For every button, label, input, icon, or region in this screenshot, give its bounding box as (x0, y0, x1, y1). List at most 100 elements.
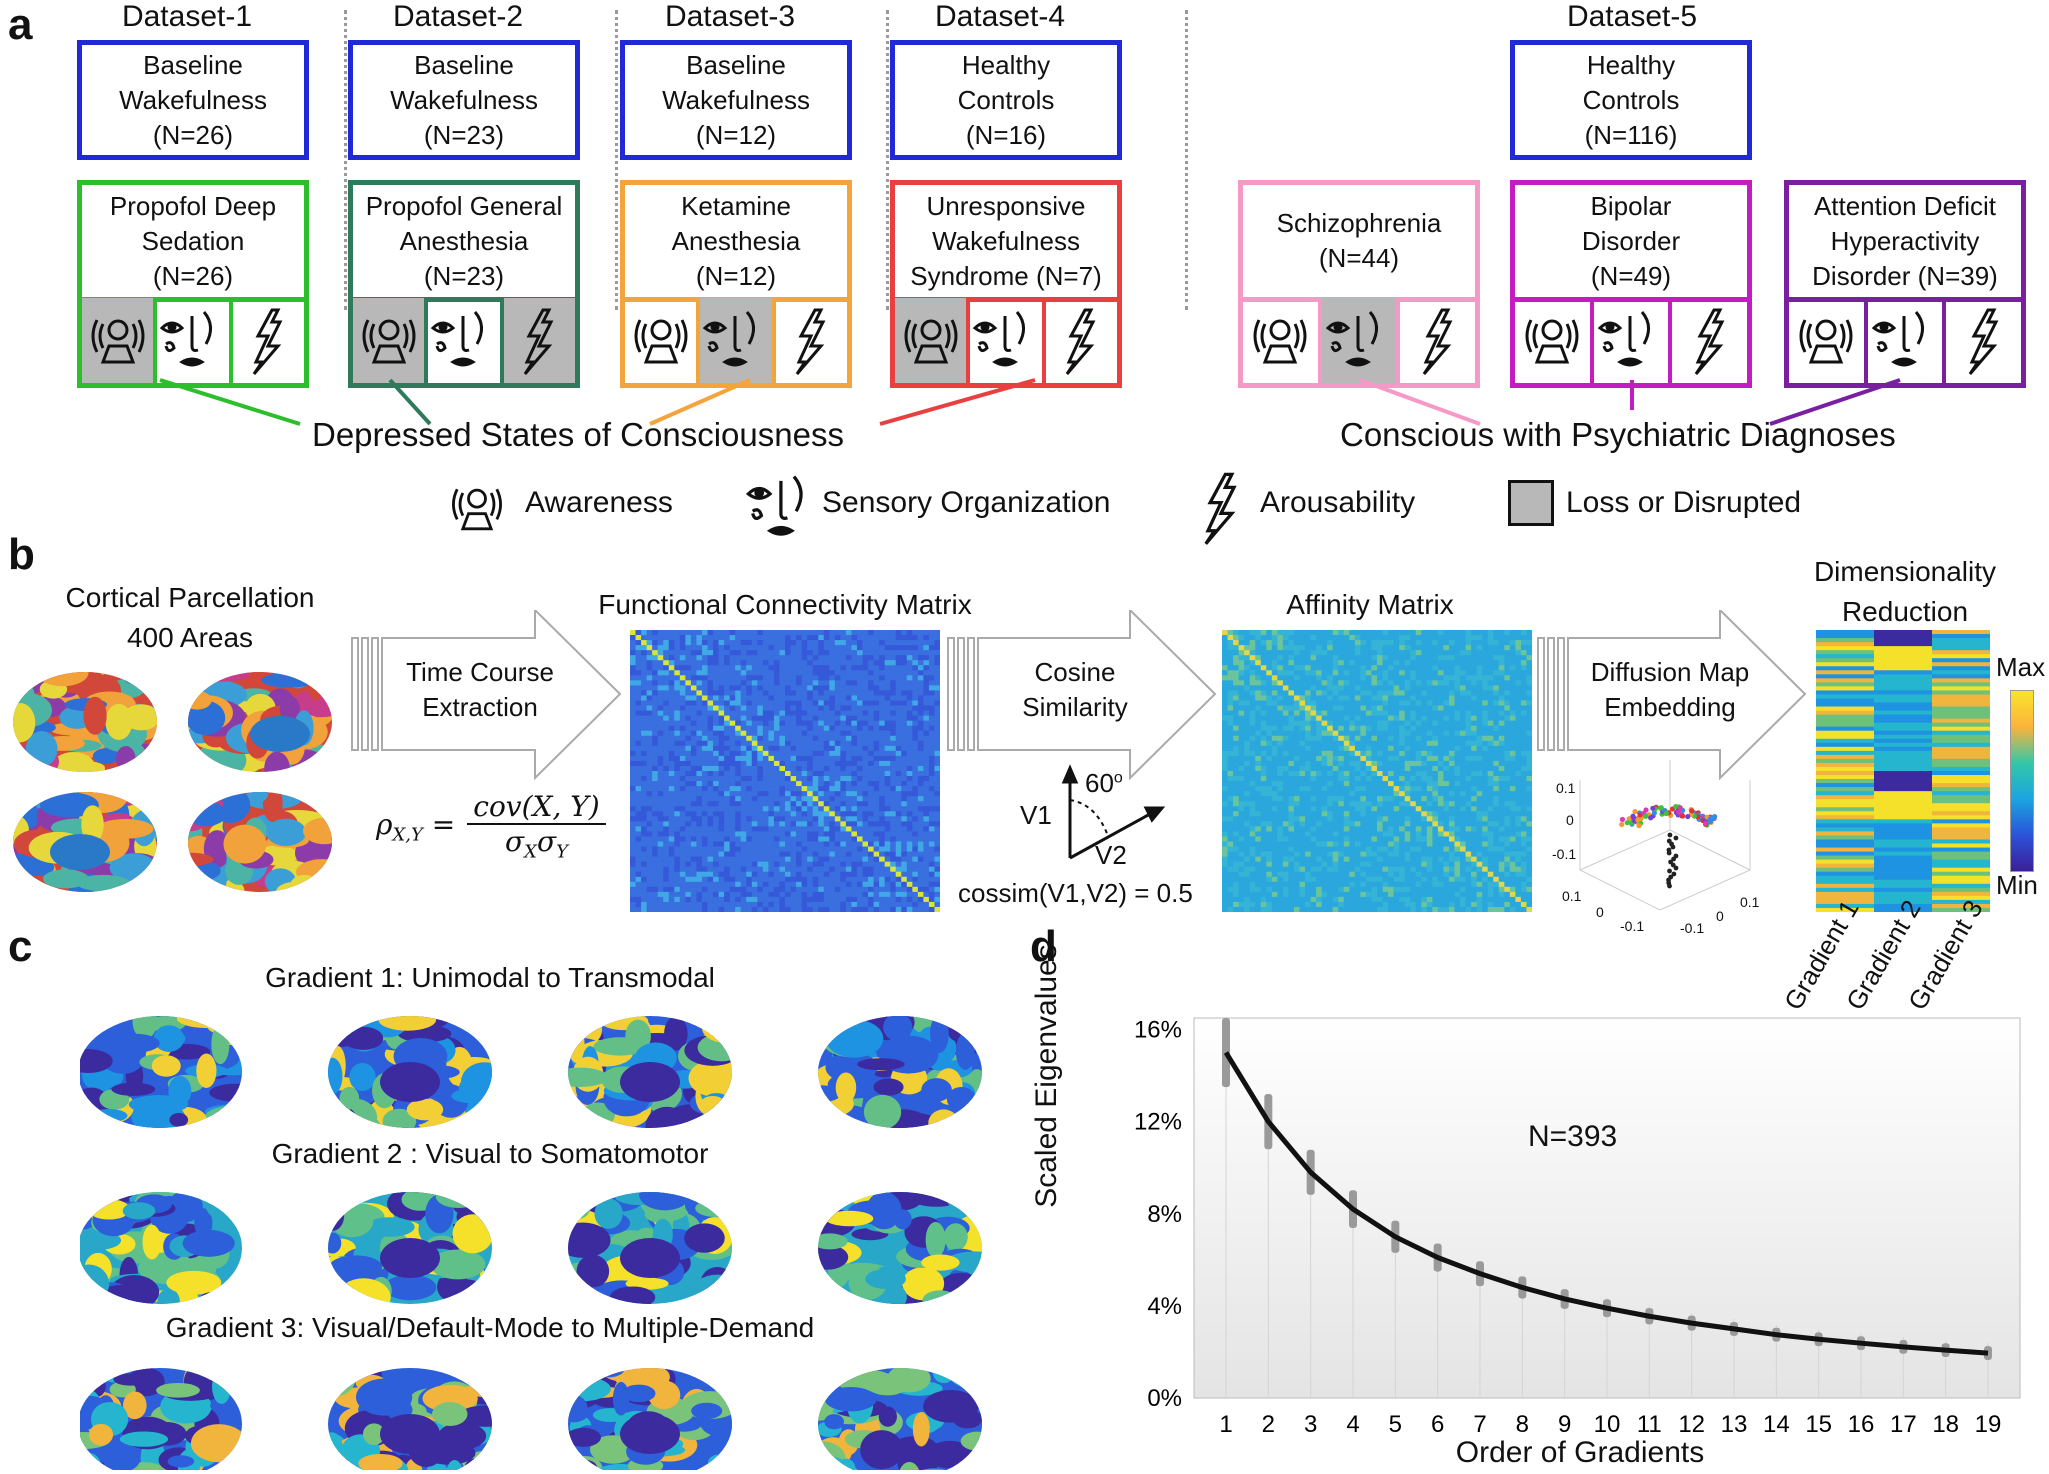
arousability-icon (1942, 298, 2021, 383)
cosine-vector-diagram (1061, 764, 1166, 860)
awareness-icon (1243, 298, 1318, 383)
scatter-x-tick: -0.1 (1620, 918, 1645, 934)
x-tick-label: 2 (1262, 1411, 1275, 1438)
condition-icon-row (890, 298, 1122, 388)
colorbar-max: Max (1996, 652, 2046, 682)
dataset-title: Dataset-2 (392, 0, 524, 33)
condition-box: Propofol General Anesthesia (N=23) (348, 180, 580, 302)
dataset-title: Dataset-5 (1566, 0, 1698, 33)
y-tick-label: 8% (1147, 1201, 1182, 1228)
legend-arousability: Arousability (1260, 486, 1416, 519)
scatter-z-tick: 0.1 (1556, 780, 1576, 796)
colorbar-min: Min (1996, 870, 2038, 900)
awareness-icon (82, 298, 154, 383)
awareness-icon (1789, 298, 1864, 383)
condition-icon-row (348, 298, 580, 388)
x-tick-label: 18 (1932, 1411, 1959, 1438)
diagnosis-box: Bipolar Disorder (N=49) (1510, 180, 1752, 302)
step-cosine-similarity: Cosine Similarity (1022, 657, 1128, 722)
scatter-z-tick: 0 (1566, 812, 1574, 828)
panel-d-letter: d (1030, 922, 1057, 971)
chart-xlabel: Order of Gradients (1455, 1436, 1705, 1469)
separator (886, 10, 889, 310)
separator (615, 10, 618, 310)
x-tick-label: 19 (1975, 1411, 2002, 1438)
mean-eigenvalue-line (1223, 1051, 1989, 1356)
sensory-organization-icon (424, 298, 499, 383)
scatter-y-tick: -0.1 (1680, 920, 1705, 936)
y-tick-label: 12% (1134, 1109, 1182, 1136)
healthy-controls-box: Healthy Controls (N=116) (1510, 40, 1752, 160)
dataset-title: Dataset-1 (121, 0, 253, 33)
x-tick-label: 6 (1431, 1411, 1444, 1438)
panel-b-letter: b (8, 530, 35, 579)
sensory-organization-icon (696, 298, 772, 383)
baseline-box: Baseline Wakefulness (N=23) (348, 40, 580, 160)
condition-box: Unresponsive Wakefulness Syndrome (N=7) (890, 180, 1122, 302)
awareness-icon (444, 476, 510, 542)
sensory-organization-icon (153, 298, 228, 383)
gradient-heatmap (1816, 630, 1990, 912)
dataset-title: Dataset-4 (934, 0, 1066, 33)
x-tick-label: 4 (1346, 1411, 1359, 1438)
gradient-brain-maps (80, 1016, 982, 1470)
awareness-icon (895, 298, 967, 383)
dimensionality-reduction-title: Dimensionality Reduction (1813, 556, 1997, 627)
gradient-1-title: Gradient 1: Unimodal to Transmodal (265, 962, 715, 993)
x-tick-label: 14 (1763, 1411, 1790, 1438)
group-label-depressed: Depressed States of Consciousness (312, 416, 844, 453)
angle-value: 60 (1085, 768, 1114, 798)
x-tick-label: 7 (1473, 1411, 1486, 1438)
awareness-icon (353, 298, 425, 383)
baseline-box: Healthy Controls (N=16) (890, 40, 1122, 160)
v2-label: V2 (1095, 840, 1127, 870)
eigenvalue-distribution (1984, 1346, 1992, 1360)
v1-label: V1 (1020, 800, 1052, 830)
scatter-z-tick: -0.1 (1552, 846, 1577, 862)
colorbar (2010, 690, 2034, 872)
baseline-box: Baseline Wakefulness (N=12) (620, 40, 852, 160)
diffusion-embedding-scatter (1579, 760, 1751, 911)
sensory-organization-icon (1317, 298, 1397, 383)
chart-ylabel: Scaled Eigenvalues (1030, 944, 1063, 1208)
condition-box: Ketamine Anesthesia (N=12) (620, 180, 852, 302)
diagnosis-box: Attention Deficit Hyperactivity Disorder… (1784, 180, 2026, 302)
separator (1185, 10, 1188, 310)
diagnosis-icon-row (1784, 298, 2026, 388)
panel-a-letter: a (8, 0, 33, 49)
x-tick-label: 17 (1890, 1411, 1917, 1438)
condition-box: Propofol Deep Sedation (N=26) (77, 180, 309, 302)
fc-matrix-title: Functional Connectivity Matrix (598, 589, 972, 620)
eigenvalue-distribution (1222, 1018, 1230, 1088)
gradient-2-title: Gradient 2 : Visual to Somatomotor (271, 1138, 709, 1169)
sensory-organization-icon (744, 470, 820, 546)
scatter-y-tick: 0 (1716, 908, 1724, 924)
x-tick-label: 8 (1516, 1411, 1529, 1438)
diagnosis-icon-row (1238, 298, 1480, 388)
step-time-course: Time Course Extraction (406, 657, 554, 722)
legend-awareness: Awareness (525, 486, 673, 519)
separator (344, 10, 347, 310)
correlation-formula: ρX,Y = cov(X, Y) σXσY (376, 790, 606, 863)
y-tick-label: 4% (1147, 1293, 1182, 1320)
loss-swatch (1508, 480, 1554, 526)
sensory-organization-icon (1863, 298, 1943, 383)
sensory-organization-icon (1589, 298, 1669, 383)
awareness-icon (625, 298, 696, 383)
scatter-x-tick: 0 (1596, 904, 1604, 920)
sensory-organization-icon (966, 298, 1041, 383)
dataset-title: Dataset-3 (664, 0, 796, 33)
baseline-box: Baseline Wakefulness (N=26) (77, 40, 309, 160)
x-tick-label: 1 (1219, 1411, 1232, 1438)
functional-connectivity-matrix (630, 630, 940, 912)
cortical-parcellation-brains (13, 672, 332, 892)
x-tick-label: 9 (1558, 1411, 1571, 1438)
arousability-icon (1396, 298, 1475, 383)
panel-c-letter: c (8, 922, 33, 971)
arousability-icon (228, 298, 304, 383)
x-tick-label: 16 (1848, 1411, 1875, 1438)
step-diffusion-map: Diffusion Map Embedding (1590, 657, 1750, 722)
condition-icon-row (77, 298, 309, 388)
pipeline-arrows (351, 610, 1807, 780)
